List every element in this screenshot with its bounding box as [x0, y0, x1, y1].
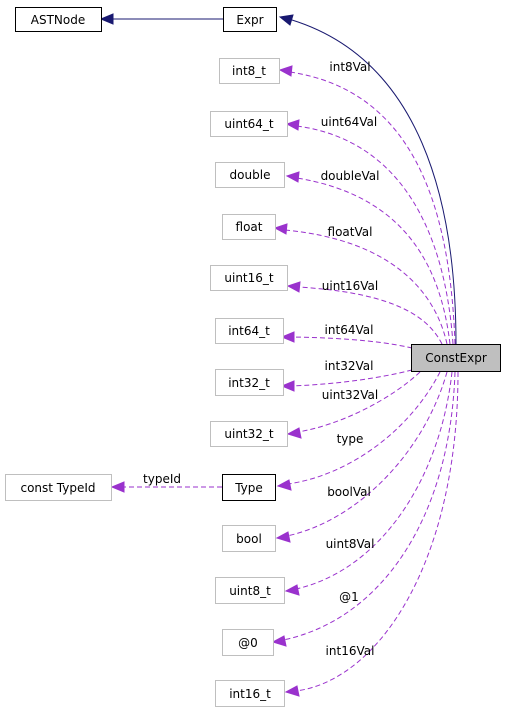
arrowhead-type — [276, 479, 292, 491]
edge-type — [287, 371, 441, 485]
edge-labels: int8Val uint64Val doubleVal floatVal uin… — [143, 60, 379, 658]
arrowhead-uint16_t — [286, 281, 301, 293]
edge-label-int8val: int8Val — [329, 60, 370, 74]
node-label-uint16_t: uint16_t — [224, 271, 274, 285]
node-label-expr: Expr — [236, 13, 263, 27]
inheritance-edges — [99, 13, 457, 345]
node-label-bool: bool — [236, 532, 262, 546]
node-label-uint8_t: uint8_t — [229, 584, 271, 598]
edge-boolval — [286, 371, 448, 537]
edge-label-type: type — [337, 432, 364, 446]
arrowhead-int32_t — [280, 380, 295, 392]
node-label-int64_t: int64_t — [228, 324, 270, 338]
node-label-int8_t: int8_t — [232, 64, 266, 78]
edge-label-boolval: boolVal — [327, 485, 371, 499]
node-label-at0: @0 — [238, 636, 258, 650]
node-label-int16_t: int16_t — [229, 687, 271, 701]
arrowhead-int8_t — [278, 65, 293, 77]
edge-uint8val — [295, 371, 453, 590]
member-edges — [110, 65, 459, 697]
node-bool[interactable]: bool — [222, 525, 276, 552]
edge-int16val — [295, 371, 459, 692]
edge-floatval — [284, 229, 448, 345]
node-label-uint64_t: uint64_t — [224, 117, 274, 131]
arrowhead-uint32_t — [286, 427, 302, 439]
edge-uint64val — [296, 125, 454, 345]
node-label-const-typeid: const TypeId — [20, 481, 95, 495]
arrowhead-const-typeid — [110, 481, 125, 493]
edge-label-typeid: typeId — [143, 472, 181, 486]
node-expr[interactable]: Expr — [223, 7, 277, 32]
edge-label-int32val: int32Val — [325, 359, 374, 373]
arrowhead-astnode — [99, 13, 114, 25]
node-label-double: double — [230, 168, 271, 182]
edge-label-uint8val: uint8Val — [326, 537, 375, 551]
edge-doubleval — [296, 177, 451, 345]
edge-label-floatval: floatVal — [328, 225, 373, 239]
node-label-constexpr: ConstExpr — [425, 351, 487, 365]
node-int32_t[interactable]: int32_t — [215, 369, 284, 396]
arrowhead-int16_t — [284, 685, 300, 697]
edge-int32val — [291, 369, 413, 387]
node-int64_t[interactable]: int64_t — [215, 318, 284, 344]
arrowhead-float — [273, 223, 288, 235]
node-int8_t[interactable]: int8_t — [219, 58, 280, 84]
arrowhead-uint64_t — [285, 119, 300, 131]
node-label-int32_t: int32_t — [228, 376, 270, 390]
node-label-astnode: ASTNode — [31, 13, 85, 27]
node-double[interactable]: double — [215, 162, 285, 188]
node-label-uint32_t: uint32_t — [224, 427, 274, 441]
arrowhead-double — [285, 171, 300, 183]
node-int16_t[interactable]: int16_t — [215, 680, 285, 707]
node-uint32_t[interactable]: uint32_t — [210, 421, 288, 447]
arrowhead-at0 — [271, 635, 287, 647]
edge-label-uint32val: uint32Val — [322, 388, 378, 402]
edge-at1 — [282, 371, 456, 641]
edge-constexpr-to-expr — [291, 19, 457, 345]
edge-label-doubleval: doubleVal — [321, 169, 380, 183]
edge-int8val — [289, 71, 456, 345]
edge-label-int64val: int64Val — [325, 323, 374, 337]
node-at0[interactable]: @0 — [222, 629, 274, 656]
arrowhead-expr — [278, 14, 294, 26]
edge-int64val — [291, 336, 421, 351]
edge-label-int16val: int16Val — [326, 644, 375, 658]
arrowhead-int64_t — [280, 331, 295, 343]
edge-label-uint64val: uint64Val — [321, 115, 377, 129]
node-const-typeid[interactable]: const TypeId — [5, 474, 112, 501]
edge-uint32val — [297, 371, 421, 433]
node-uint8_t[interactable]: uint8_t — [215, 577, 285, 604]
edge-label-at1: @1 — [339, 590, 359, 604]
node-astnode[interactable]: ASTNode — [15, 7, 102, 32]
node-label-type: Type — [234, 481, 263, 495]
node-type[interactable]: Type — [222, 474, 276, 501]
arrowhead-bool — [275, 531, 291, 543]
node-uint16_t[interactable]: uint16_t — [210, 265, 288, 291]
arrowhead-uint8_t — [284, 584, 300, 596]
edge-label-uint16val: uint16Val — [322, 279, 378, 293]
node-label-float: float — [236, 220, 263, 234]
node-uint64_t[interactable]: uint64_t — [210, 111, 288, 137]
node-constexpr[interactable]: ConstExpr — [411, 344, 501, 372]
node-float[interactable]: float — [222, 214, 276, 240]
